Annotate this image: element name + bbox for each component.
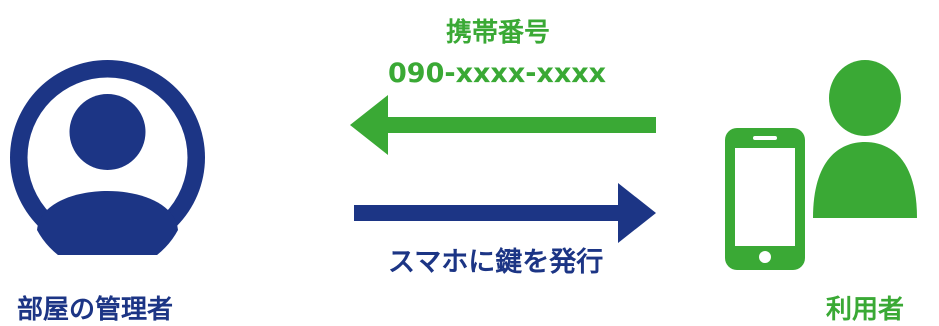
phone-number-title: 携帯番号 xyxy=(446,18,551,48)
arrow-left-icon xyxy=(350,95,656,155)
admin-label: 部屋の管理者 xyxy=(17,295,174,325)
issue-key-label: スマホに鍵を発行 xyxy=(388,247,604,278)
user-person-icon xyxy=(813,60,917,218)
arrow-right-icon xyxy=(354,183,656,243)
phone-number-value: 090-xxxx-xxxx xyxy=(388,58,607,89)
smartphone-icon xyxy=(725,128,805,270)
user-group-icon xyxy=(725,60,917,270)
admin-person-icon xyxy=(10,60,205,255)
user-label: 利用者 xyxy=(826,295,905,325)
